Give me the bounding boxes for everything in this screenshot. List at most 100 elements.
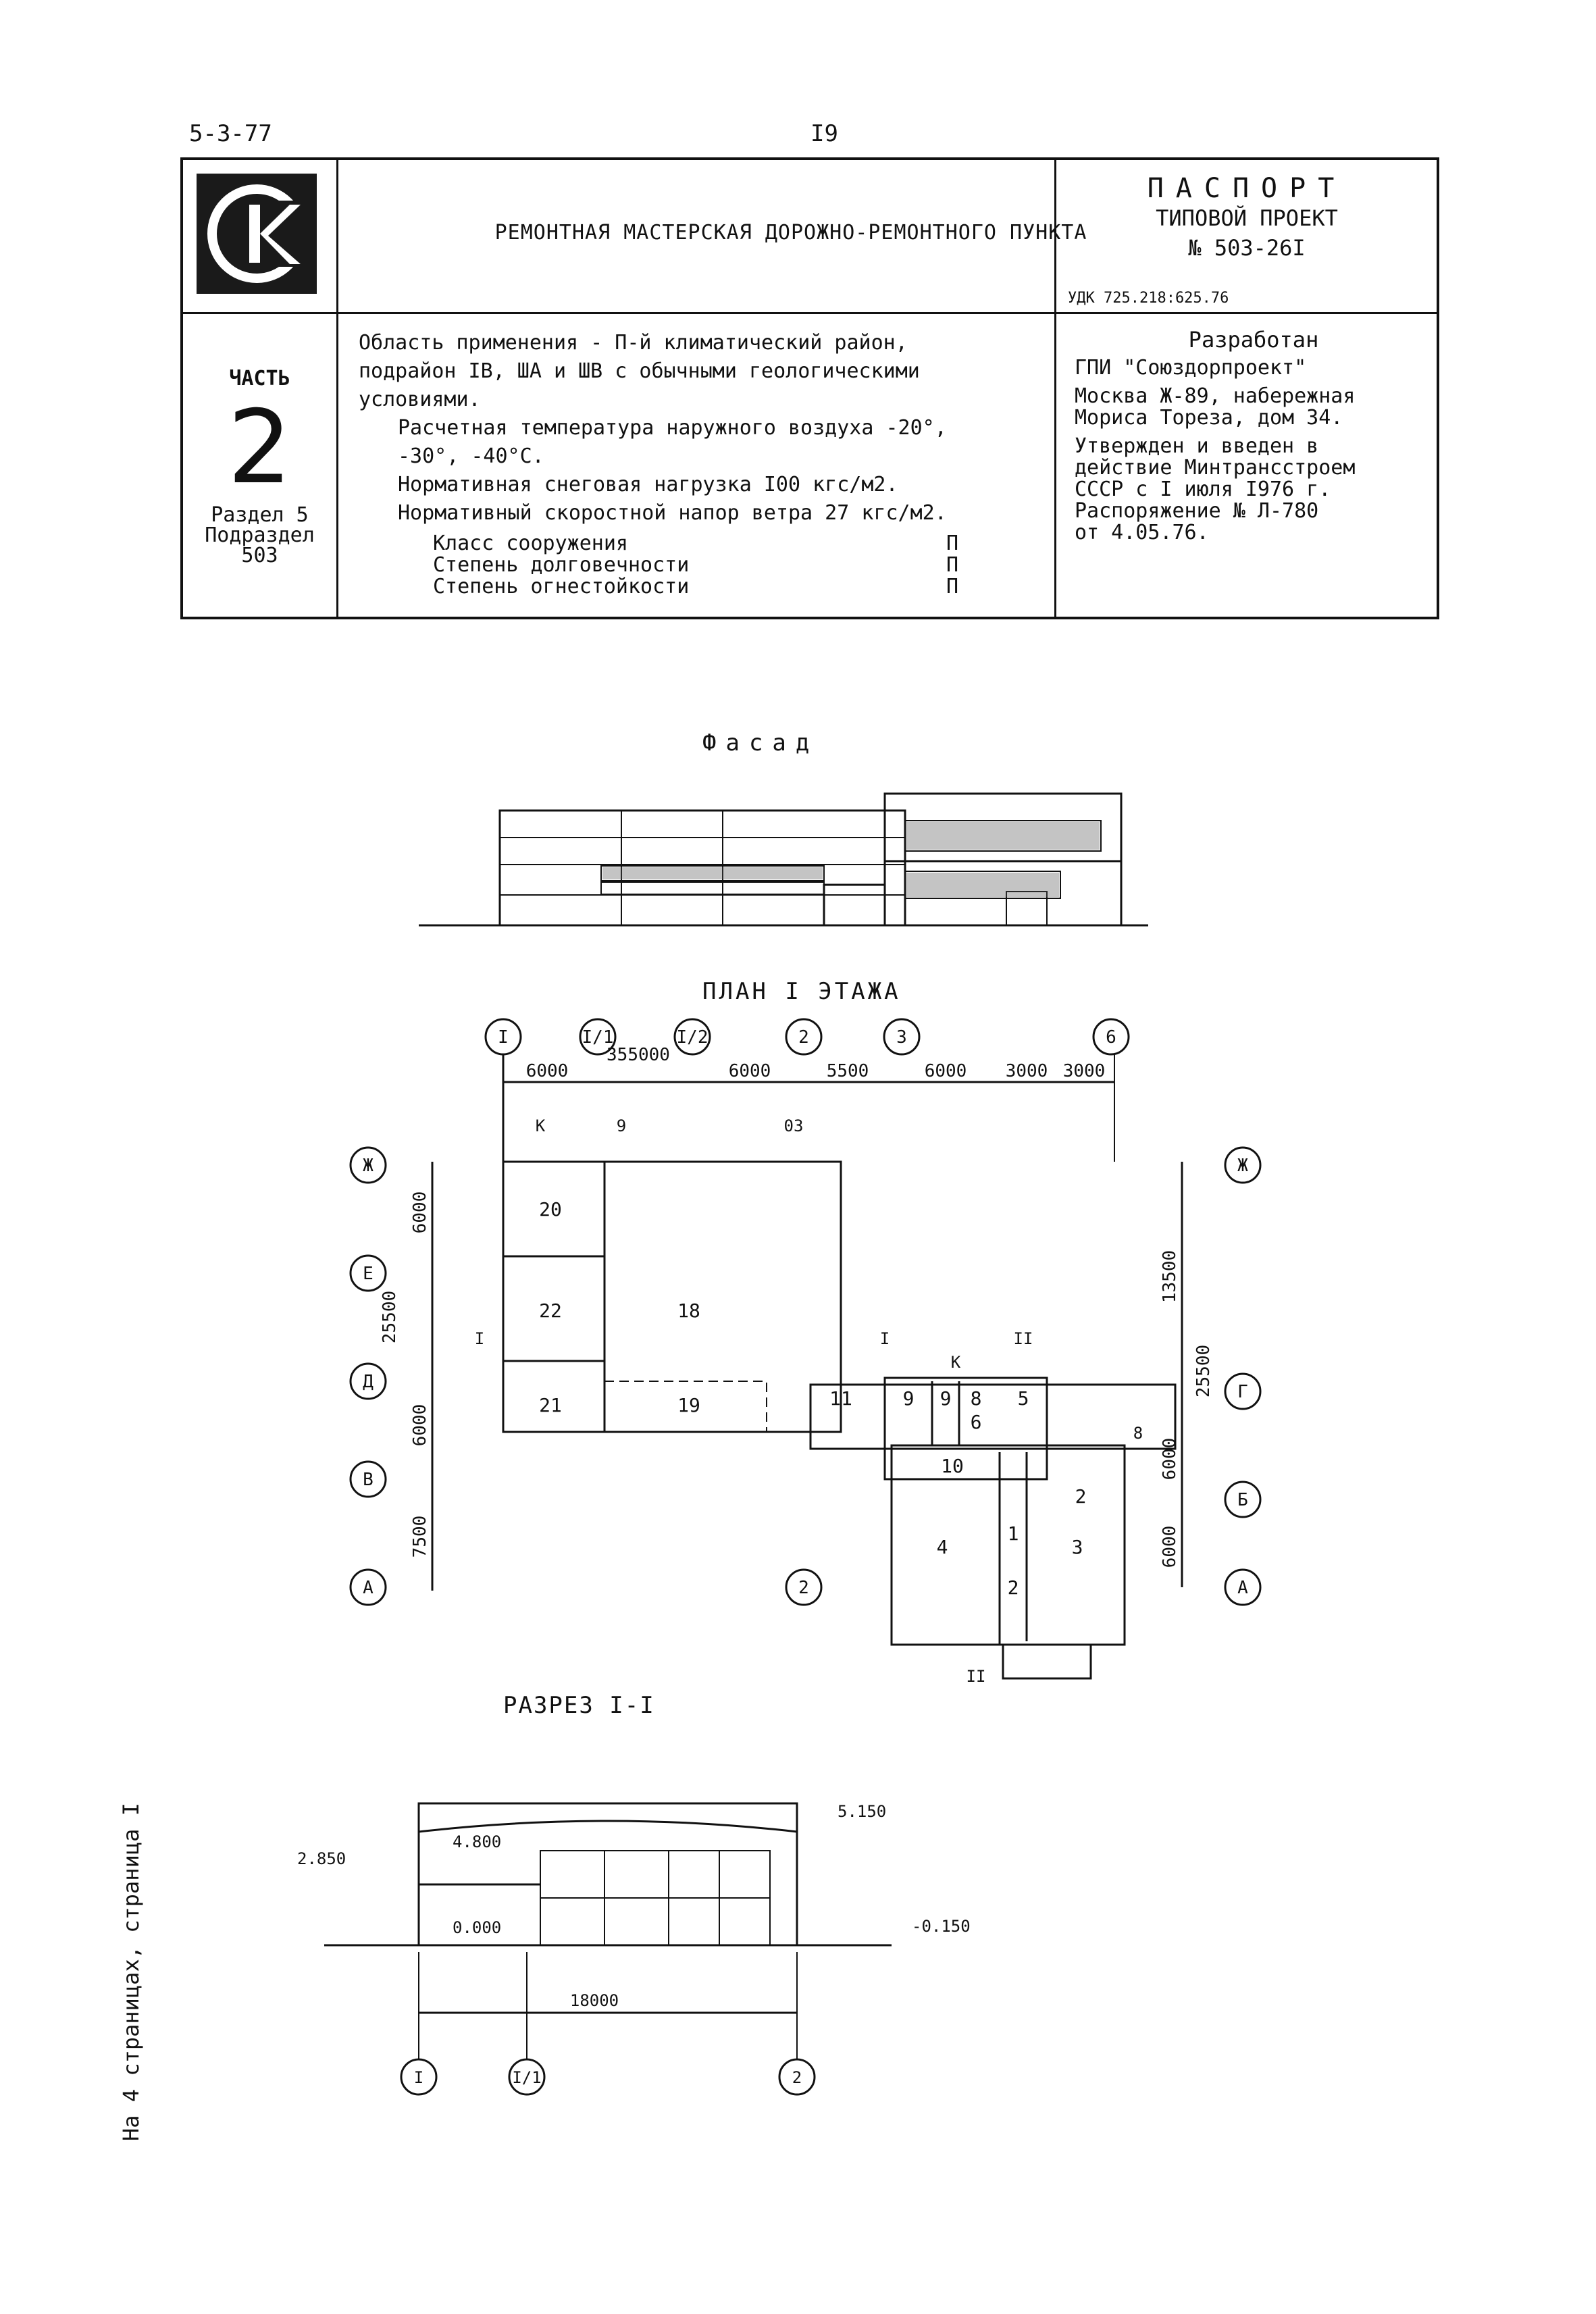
axis-label: Г (1237, 1382, 1248, 1402)
axis-label: Ж (1237, 1156, 1248, 1176)
axis-label: Д (363, 1372, 374, 1392)
durability-label: Степень долговечности (433, 553, 690, 577)
part-block: ЧАСТЬ 2 Раздел 5 Подраздел 503 (183, 356, 336, 566)
dimension-label: 6000 (410, 1191, 430, 1234)
passport-block: ПАСПОРТ ТИПОВОЙ ПРОЕКТ № 503-26I (1061, 174, 1433, 263)
approval-line: от 4.05.76. (1075, 521, 1209, 544)
level-mark: 0.000 (453, 1918, 501, 1937)
axis-label: 2 (798, 1027, 809, 1048)
table-divider (1054, 160, 1056, 617)
dimension-label: 25500 (380, 1291, 400, 1343)
section-title: РАЗРЕЗ I-I (503, 1692, 655, 1719)
project-type: ТИПОВОЙ ПРОЕКТ (1156, 205, 1338, 231)
plan-mark: 9 (617, 1116, 626, 1135)
section-mark: II (1014, 1329, 1033, 1348)
passport-table: РЕМОНТНАЯ МАСТЕРСКАЯ ДОРОЖНО-РЕМОНТНОГО … (180, 157, 1439, 619)
table-divider (183, 312, 1437, 314)
fire-label: Степень огнестойкости (433, 575, 690, 598)
axis-label: I/1 (582, 1027, 614, 1048)
room-number: 8 (971, 1387, 982, 1410)
level-mark: 4.800 (453, 1832, 501, 1851)
udk-code: УДК 725.218:625.76 (1068, 290, 1229, 307)
level-mark: -0.150 (912, 1917, 971, 1936)
snow-load: Нормативная снеговая нагрузка I00 кгс/м2… (398, 473, 898, 496)
section-drawing: I I/1 2 18000 5.150 4.800 2.850 0.000 -0… (297, 1802, 971, 2096)
axis-label: В (363, 1470, 374, 1490)
developer-heading: Разработан (1188, 327, 1319, 353)
axis-label: I (414, 2068, 423, 2087)
dimension-label: 355000 (607, 1045, 670, 1065)
room-number: 4 (937, 1536, 948, 1558)
axis-label: I/1 (512, 2068, 541, 2087)
dimension-label: 6000 (410, 1404, 430, 1447)
scope-line: условиями. (359, 388, 481, 411)
room-number: 1 (1008, 1522, 1019, 1545)
part-number: 2 (227, 389, 292, 507)
temperature-line: Расчетная температура наружного воздуха … (398, 416, 947, 440)
dimension-label: 13500 (1160, 1250, 1180, 1303)
dimension-label: 3000 (1063, 1061, 1106, 1081)
room-number: 3 (1072, 1536, 1083, 1558)
scope-block: Область применения - П-й климатический р… (359, 329, 1068, 598)
dimension-label: 5500 (827, 1061, 869, 1081)
floor-plan-drawing: I I/1 I/2 2 3 6 Ж Е Д В А Ж Г Б А 2 3550… (349, 1018, 1262, 1686)
dimension-label: 6000 (526, 1061, 569, 1081)
developer-org: ГПИ "Союздорпроект" (1075, 356, 1307, 380)
section-label: Раздел 5 (211, 503, 309, 527)
axis-label: А (363, 1578, 374, 1598)
part-label: ЧАСТЬ (229, 367, 290, 390)
dimension-label: 6000 (925, 1061, 967, 1081)
dimension-label: 6000 (729, 1061, 771, 1081)
facade-title: Фасад (702, 729, 819, 756)
room-number: 9 (940, 1387, 952, 1410)
approval-line: СССР с I июля I976 г. (1075, 478, 1331, 501)
room-number: 18 (677, 1300, 700, 1322)
axis-label: Б (1237, 1490, 1248, 1510)
room-number: 22 (539, 1300, 562, 1322)
dimension-label: 18000 (570, 1991, 619, 2010)
building-title: РЕМОНТНАЯ МАСТЕРСКАЯ ДОРОЖНО-РЕМОНТНОГО … (494, 221, 1087, 245)
axis-label: 3 (896, 1027, 907, 1048)
level-mark: 2.850 (297, 1849, 346, 1868)
table-divider (336, 160, 338, 617)
durability-value: П (946, 553, 959, 577)
level-mark: 5.150 (838, 1802, 886, 1821)
subsection-label: Подраздел (205, 523, 315, 547)
axis-label: 2 (798, 1578, 809, 1598)
axis-label: Е (363, 1264, 374, 1284)
room-number: 5 (1018, 1387, 1029, 1410)
developer-block: Разработан ГПИ "Союздорпроект" Москва Ж-… (1075, 329, 1433, 544)
wind-load: Нормативный скоростной напор ветра 27 кг… (398, 501, 947, 525)
plan-mark: 03 (784, 1116, 804, 1135)
facade-drawing (419, 792, 1148, 927)
room-number: 20 (539, 1198, 562, 1220)
room-number: 10 (941, 1455, 964, 1477)
dimension-label: 6000 (1160, 1438, 1180, 1481)
room-number: 19 (677, 1394, 700, 1416)
dimension-label: 6000 (1160, 1526, 1180, 1568)
temperature-line: -30°, -40°С. (398, 444, 544, 468)
developer-address: Москва Ж-89, набережная (1075, 384, 1356, 408)
approval-line: Утвержден и введен в (1075, 434, 1319, 458)
project-number: № 503-26I (1188, 235, 1306, 261)
class-value: П (946, 532, 959, 555)
passport-heading: ПАСПОРТ (1147, 173, 1347, 204)
plan-mark: К (951, 1353, 961, 1372)
axis-label: I/2 (677, 1027, 709, 1048)
scope-line: Область применения - П-й климатический р… (359, 331, 908, 355)
fire-value: П (946, 575, 959, 598)
axis-label: Ж (363, 1156, 374, 1176)
axis-label: А (1237, 1578, 1248, 1598)
document-code: 5-3-77 (189, 120, 272, 147)
axis-label: 6 (1106, 1027, 1116, 1048)
section-mark: I (475, 1329, 484, 1348)
page-count-note: На 4 страницах, страница I (118, 1803, 144, 2141)
plan-title: ПЛАН I ЭТАЖА (702, 978, 901, 1005)
plan-mark: 8 (1133, 1424, 1143, 1443)
room-number: 21 (539, 1394, 562, 1416)
approval-line: действие Минтрансстроем (1075, 456, 1356, 480)
subsection-number: 503 (241, 544, 278, 567)
dimension-label: 25500 (1193, 1345, 1214, 1397)
room-number: 2 (1075, 1485, 1087, 1508)
